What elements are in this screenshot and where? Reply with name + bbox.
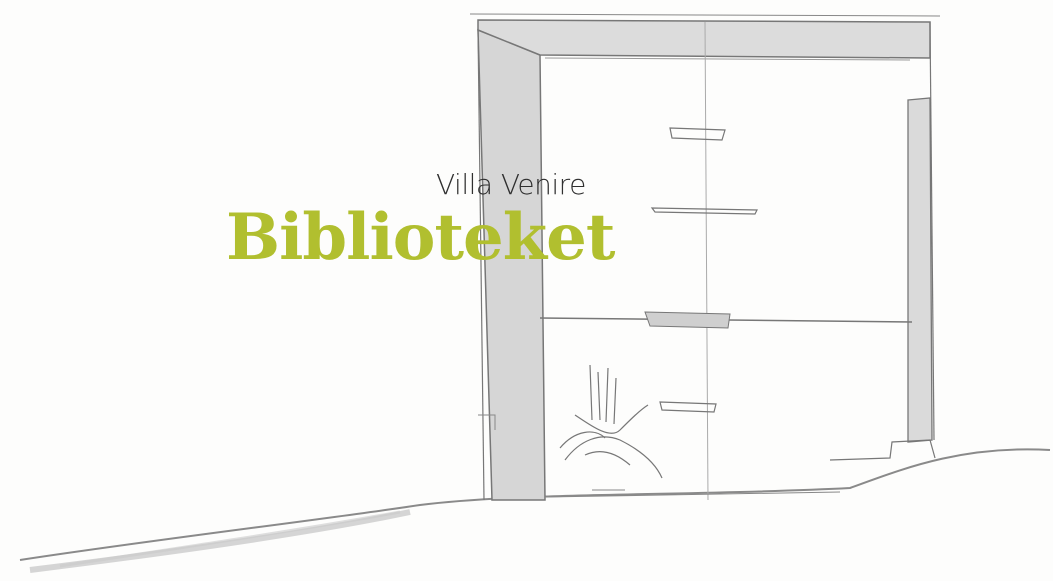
ground-line [19, 448, 1051, 561]
shelf-lower [659, 401, 717, 413]
shelf-upper [669, 127, 726, 141]
roof-slab [477, 19, 931, 59]
shelf-middle [650, 207, 758, 215]
right-wall [907, 97, 933, 443]
page-title: Biblioteket [226, 200, 615, 275]
tree-sketch [559, 364, 663, 479]
subtitle: Villa Venire [436, 168, 586, 201]
